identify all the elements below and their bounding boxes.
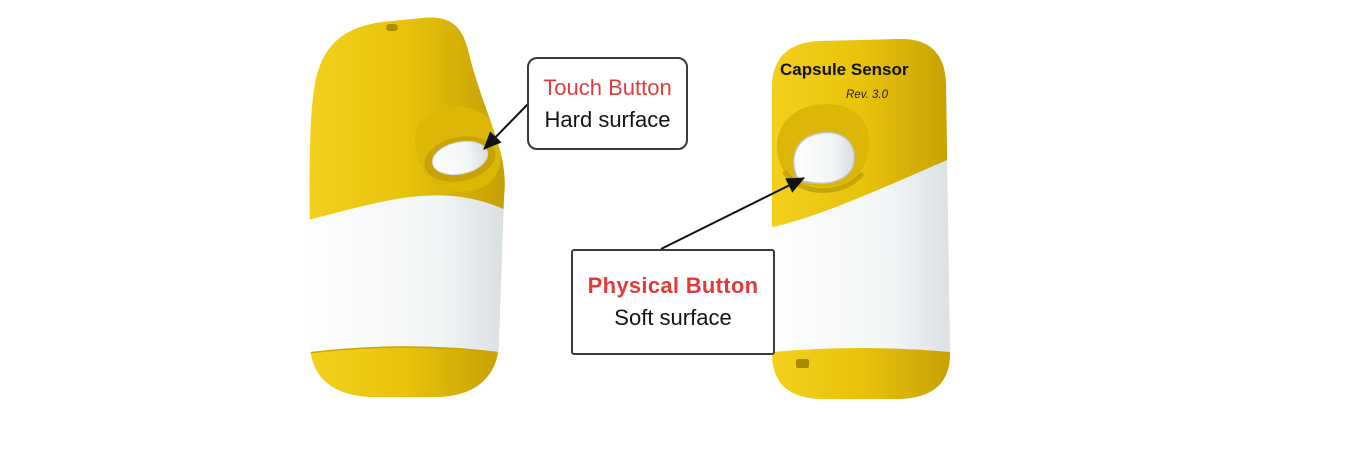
left-device-bottom-band [309, 347, 505, 397]
touch-button-callout-subtitle: Hard surface [544, 106, 671, 132]
device-model-label: Capsule Sensor [780, 60, 909, 79]
capsule-sensor-right-photo: Capsule Sensor Rev. 3.0 [772, 38, 951, 399]
left-device-seam [309, 346, 505, 355]
physical-button-callout: Physical Button Soft surface [571, 249, 775, 355]
capsule-sensor-left-photo [309, 17, 505, 397]
physical-button-callout-subtitle: Soft surface [614, 305, 732, 330]
touch-button-callout: Touch Button Hard surface [527, 57, 688, 150]
physical-button-callout-title: Physical Button [587, 273, 759, 298]
right-device-bottom-band [772, 348, 951, 399]
left-device-top-hole [386, 24, 398, 31]
touch-button-surface [431, 140, 489, 176]
touch-button-callout-title: Touch Button [543, 74, 672, 100]
right-device-bottom-hole [796, 359, 809, 368]
physical-button-surface [793, 131, 855, 185]
device-revision-label: Rev. 3.0 [846, 89, 889, 101]
